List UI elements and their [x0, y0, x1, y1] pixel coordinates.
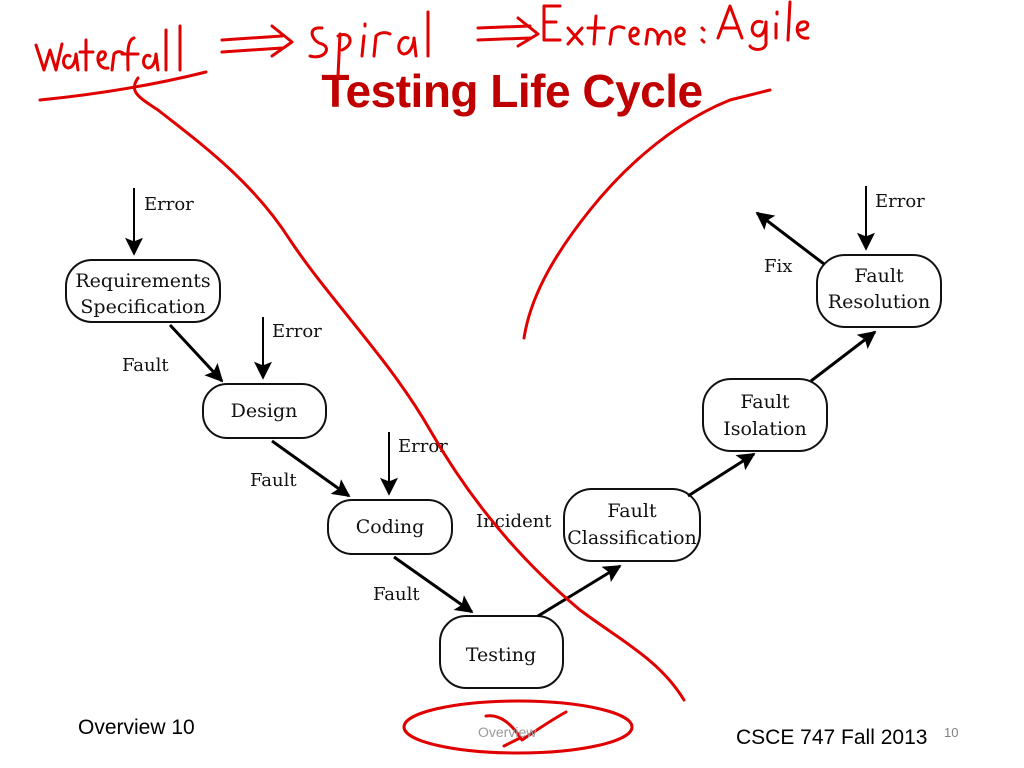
fault-label: Fault — [250, 470, 297, 491]
node-label-line: Requirements — [75, 270, 210, 292]
node-label-line: Isolation — [723, 418, 807, 440]
slide-title: Testing Life Cycle — [321, 65, 703, 117]
footer-course: CSCE 747 Fall 2013 — [736, 726, 928, 749]
flow-arrow — [810, 330, 877, 383]
error-label: Error — [875, 191, 925, 212]
error-label: Error — [272, 321, 322, 342]
node-label-line: Fault — [854, 265, 904, 287]
node-label-line: Design — [231, 400, 298, 422]
footer-left-text: Overview 10 — [78, 716, 195, 739]
node-design: Design — [202, 383, 327, 439]
node-label-line: Testing — [466, 644, 536, 666]
node-label-line: Coding — [356, 516, 425, 538]
error-label: Error — [144, 194, 194, 215]
fault-arrow — [393, 555, 474, 614]
node-fault-resolution: Fault Resolution — [816, 254, 942, 328]
node-fault-isolation: Fault Isolation — [702, 378, 828, 452]
fault-label: Fault — [373, 584, 420, 605]
node-requirements-specification: Requirements Specification — [65, 259, 221, 323]
node-label-line: Specification — [80, 296, 205, 318]
fault-arrow — [271, 439, 351, 498]
handwritten-annotation — [34, 0, 810, 755]
node-label-line: Classification — [567, 527, 697, 549]
page-number: 10 — [944, 725, 959, 740]
node-coding: Coding — [327, 499, 453, 555]
fault-label: Fault — [122, 355, 169, 376]
node-testing: Testing — [439, 615, 564, 689]
node-fault-classification: Fault Classification — [563, 488, 701, 562]
node-label-line: Resolution — [828, 291, 930, 313]
footer-center-text: Overview — [478, 724, 537, 740]
fault-arrow — [168, 323, 224, 383]
fix-arrow — [755, 211, 825, 266]
node-label-line: Fault — [607, 500, 657, 522]
node-label-line: Fault — [740, 391, 790, 413]
fix-label: Fix — [764, 256, 792, 277]
flow-arrow — [687, 452, 756, 498]
incident-arrow — [537, 564, 622, 618]
